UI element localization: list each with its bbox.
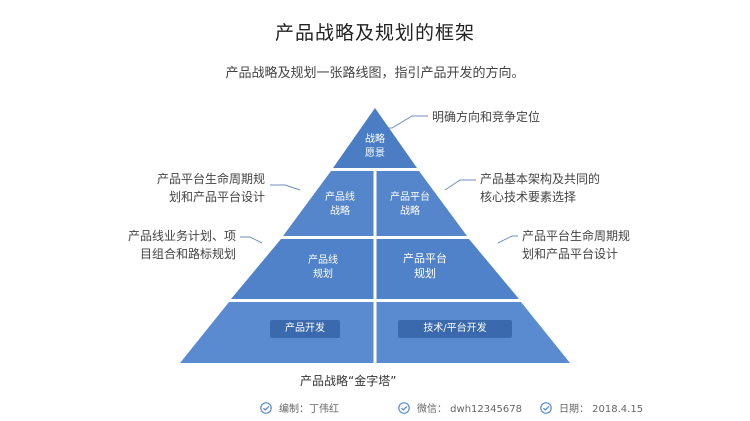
tier-3-left-label: 产品线 规划 [308,255,338,280]
page-subtitle: 产品战略及规划一张路线图，指引产品开发的方向。 [225,66,525,81]
wechat-text: 微信： dwh12345678 [417,404,522,415]
annotation-right-top: 明确方向和竞争定位 [432,110,541,124]
author-meta: 编制：丁伟红 [260,400,339,415]
check-circle-icon [398,401,410,414]
tier-4-right-box [398,320,512,338]
connector-right-mid [444,179,476,191]
author-text: 编制：丁伟红 [279,404,339,415]
check-circle-icon [540,401,552,414]
connector-right-low [497,235,518,244]
tier-1-label: 战略 愿景 [365,134,385,159]
wechat-meta: 微信： dwh12345678 [398,400,522,415]
tier-3-right-label: 产品平台 规划 [403,252,447,280]
date-text: 日期： 2018.4.15 [559,404,644,415]
connector-left-mid [270,184,301,191]
annotation-left-low: 产品线业务计划、项 目组合和路标规划 [127,229,236,261]
annotation-left-mid: 产品平台生命周期规 划和产品平台设计 [156,172,265,204]
tier-2-left-label: 产品线 战略 [325,192,355,217]
page-title: 产品战略及规划的框架 [274,22,475,44]
tier-2-right-label: 产品平台 战略 [390,192,430,217]
annotation-right-low: 产品平台生命周期规 划和产品平台设计 [522,229,631,261]
pyramid-tier-1 [333,108,417,168]
date-meta: 日期： 2018.4.15 [540,400,643,415]
tier-4-right-label: 技术/平台开发 [423,323,487,334]
annotation-right-mid: 产品基本架构及共同的 核心技术要素选择 [480,172,601,204]
tier-4-left-label: 产品开发 [285,323,325,334]
tier-4-left-box [270,320,340,338]
pyramid-caption: 产品战略“金字塔” [300,374,397,388]
connector-left-low [240,236,263,244]
check-circle-icon [260,401,272,414]
